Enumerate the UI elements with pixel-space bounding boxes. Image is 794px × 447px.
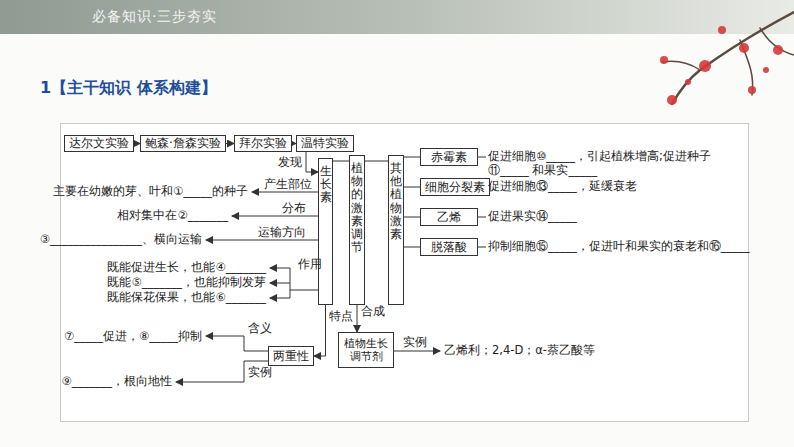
note-label: ⑨_______，根向地性 [61,375,172,389]
note-label: 既能促进生长，也能④_______ [107,261,266,275]
edge-label: 发现 [278,156,302,170]
note-label: 实例 [403,336,427,350]
vertical-box: 生长素 [318,158,333,305]
plum-blossoms [660,26,783,105]
note-label: 实例 [248,366,272,380]
process-box: 鲍森·詹森实验 [140,135,226,152]
diagram-panel [61,124,749,422]
note-label: 作用 [298,258,310,272]
note-label: 产生部位 [264,178,312,192]
node-text: 赤霉素 [431,150,467,165]
note-label: 既能⑤_______，也能抑制发芽 [107,276,266,290]
process-box: 达尔文实验 [64,135,134,152]
edge-label: 合成 [361,305,373,319]
node-text: 植物的激素调节 [351,162,363,254]
vertical-box: 植物的激素调节 [349,155,365,305]
connector [226,143,234,144]
header-band [0,0,794,34]
node-text: 脱落酸 [431,240,467,255]
process-box: 植物生长调节剂 [338,332,394,368]
node-text: 达尔文实验 [69,136,129,151]
connector [357,305,358,332]
node-text: 其他植物激素 [390,162,402,241]
note-label: 既能保花保果，也能⑥_______ [107,291,266,305]
node-text: 细胞分裂素 [425,180,485,195]
node-text: 乙烯 [437,210,461,225]
plum-branch [662,12,794,104]
note-label: 相对集中在②_______ [117,209,228,223]
process-box: 拜尔实验 [234,135,292,152]
process-box: 两重性 [268,346,314,366]
node-text: 两重性 [273,349,309,364]
note-label: ③________________、横向运输 [40,233,202,247]
node-text: 温特实验 [301,136,349,151]
note-label: 抑制细胞⑮_____，促进叶和果实的衰老和⑯_____ [488,240,750,254]
connector [404,247,420,248]
connector [365,161,388,162]
note-label: 含义 [248,322,272,336]
edge-label: 特点 [329,310,341,324]
connector [314,305,326,356]
note-label: ⑦_____促进，⑧_____抑制 [64,330,202,344]
note-label: 主要在幼嫩的芽、叶和①_____的种子 [53,185,248,199]
connector [404,157,420,158]
connector [404,187,420,188]
note-label: 分布 [282,202,306,216]
header-text: 必备知识·三步夯实 [92,8,217,25]
node-text: 拜尔实验 [239,136,287,151]
node-text: 鲍森·詹森实验 [145,136,221,151]
note-label: 促进细胞⑩_____，引起植株增高;促进种子 ⑪_____ 和果实_____ [488,150,740,178]
process-box: 脱落酸 [420,238,478,256]
note-label: 促进细胞⑬_____，延缓衰老 [488,180,637,194]
connector [404,217,420,218]
note-label: 运输方向 [258,226,306,240]
process-box: 细胞分裂素 [420,178,490,196]
connector [306,152,318,172]
diagram-title: 1【主干知识 体系构建】 [40,78,217,99]
node-text: 生长素 [320,165,332,205]
process-box: 赤霉素 [420,148,478,166]
note-label: 乙烯利；2,4-D；α-萘乙酸等 [444,344,595,358]
process-box: 温特实验 [296,135,354,152]
note-label: 促进果实⑭_____ [488,210,577,224]
vertical-box: 其他植物激素 [388,155,404,305]
connector [333,161,349,162]
node-text: 植物生长调节剂 [342,337,390,363]
process-box: 乙烯 [420,208,478,226]
